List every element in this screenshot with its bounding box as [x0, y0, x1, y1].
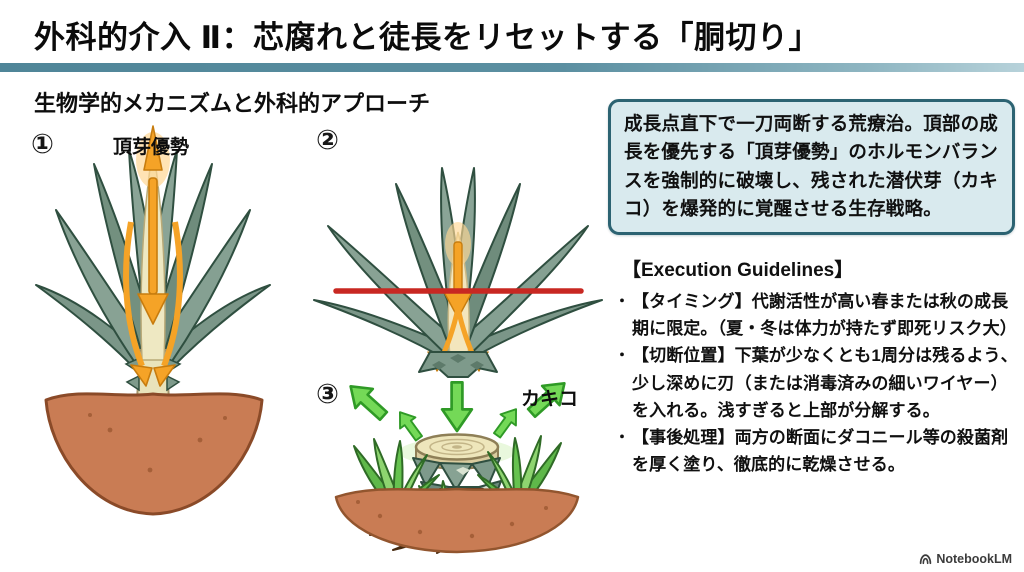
kakiko-label: カキコ [521, 389, 579, 410]
step-2-number: ② [316, 125, 339, 155]
bullet-marker: ・ [614, 293, 630, 310]
notebooklm-logo-icon [920, 553, 932, 564]
soil-mound-3 [334, 487, 580, 554]
guideline-item-aftercare: ・ 【事後処理】両方の断面にダコニール等の殺菌剤を厚く塗り、徹底的に乾燥させる。 [612, 424, 1018, 478]
brand-label: NotebookLM [936, 552, 1012, 566]
summary-callout-box: 成長点直下で一刀両断する荒療治。頂部の成長を優先する「頂芽優勢」のホルモンバラン… [608, 99, 1015, 235]
title-divider-rule [0, 63, 1024, 72]
guideline-text: 【切断位置】下葉が少なくとも1周分は残るよう、少し深めに刃（または消毒済みの細い… [632, 346, 1018, 420]
guideline-item-timing: ・ 【タイミング】代謝活性が高い春または秋の成長期に限定。（夏・冬は体力が持たず… [612, 288, 1018, 342]
page-title: 外科的介入 Ⅱ：芯腐れと徒長をリセットする「胴切り」 [34, 20, 821, 55]
guideline-text: 【タイミング】代謝活性が高い春または秋の成長期に限定。（夏・冬は体力が持たず即死… [632, 292, 1017, 339]
growth-arrows-icon [349, 381, 566, 442]
bullet-marker: ・ [614, 428, 630, 446]
step-1-number: ① [31, 129, 54, 159]
soil-mound-1 [44, 392, 264, 516]
notebooklm-brand: NotebookLM [919, 552, 1012, 566]
summary-text: 成長点直下で一刀両断する荒療治。頂部の成長を優先する「頂芽優勢」のホルモンバラン… [624, 113, 999, 219]
guideline-item-cut-position: ・ 【切断位置】下葉が少なくとも1周分は残るよう、少し深めに刃（または消毒済みの… [612, 342, 1018, 424]
section-heading: 生物学的メカニズムと外科的アプローチ [34, 91, 431, 116]
bullet-marker: ・ [614, 347, 630, 365]
guidelines-heading: 【Execution Guidelines】 [622, 260, 854, 281]
hormone-flow-arrows-1 [123, 125, 183, 387]
apical-dominance-label: 頂芽優勢 [113, 137, 190, 158]
execution-guidelines: 【Execution Guidelines】 ・ 【タイミング】代謝活性が高い春… [612, 255, 1018, 478]
guideline-text: 【事後処理】両方の断面にダコニール等の殺菌剤を厚く塗り、徹底的に乾燥させる。 [632, 427, 1009, 475]
step-3-number: ③ [316, 379, 339, 409]
